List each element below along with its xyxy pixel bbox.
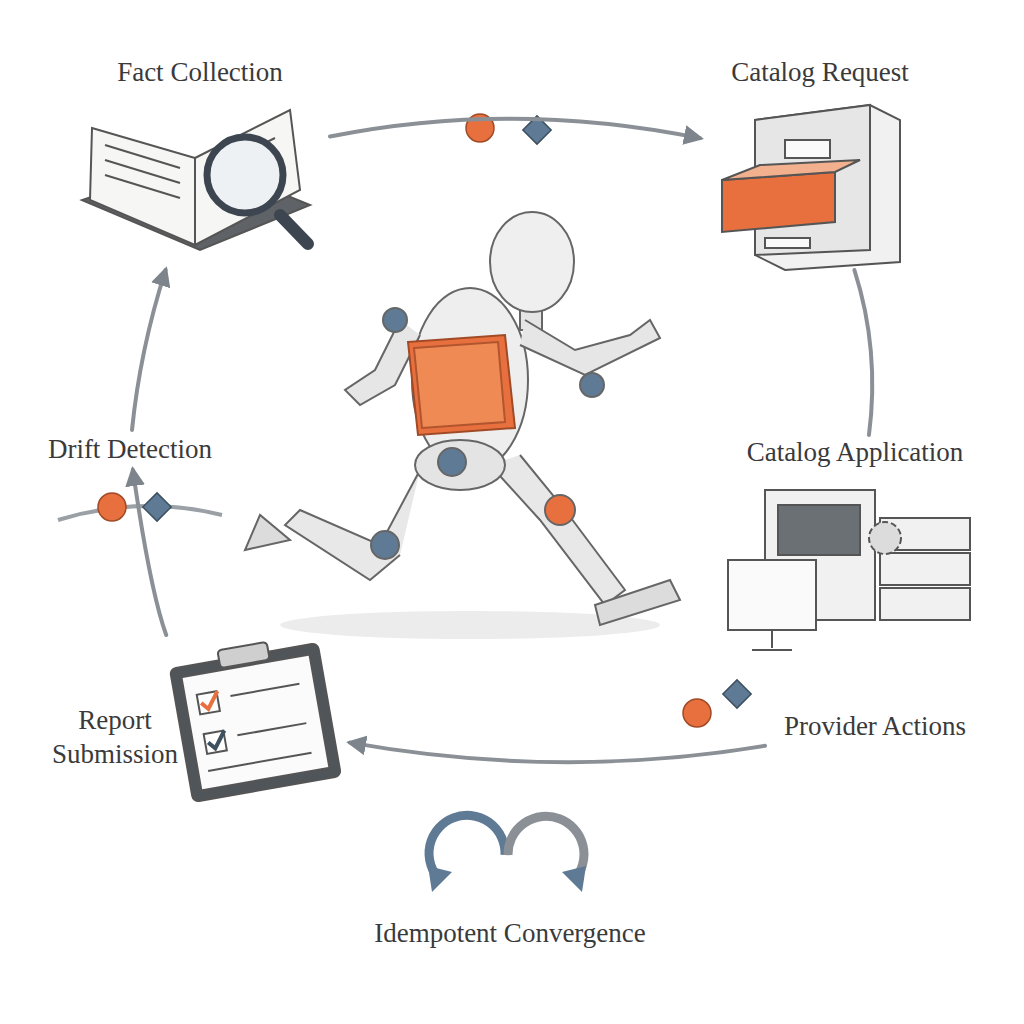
shoulder-joint [383,308,407,332]
magnifier-handle [280,215,308,244]
orange-dot [98,493,126,521]
drawer-top [722,160,860,180]
stage-label: Catalog Request [700,55,940,89]
cabinet-handle [765,238,810,248]
book-icon [82,110,310,250]
checkbox [204,731,227,754]
stage-node: Provider Actions [765,705,985,750]
folder-pages [414,342,505,428]
cabinet-icon [722,105,900,270]
back-arm [345,320,420,405]
stage-label: Drift Detection [30,432,230,466]
server-unit [880,588,970,620]
back-leg [285,470,420,580]
stage-label: Provider Actions [765,709,985,743]
gear-symbol [869,522,901,554]
pelvis [415,440,505,490]
head [490,212,574,312]
clipboard-icon [168,633,341,802]
stage-node: Fact Collection [70,55,330,270]
blue-diamond [523,116,551,144]
checkbox [197,691,220,714]
orange-dot [466,114,494,142]
cabinet-label [785,140,830,158]
hip-joint [438,448,466,476]
knee-joint [371,531,399,559]
text-line [237,723,306,735]
blue-diamond [723,680,751,708]
elbow-joint [580,373,604,397]
text-line [105,160,180,183]
tower-screen [778,505,860,555]
stage-label: Report Submission [40,703,190,771]
knee-joint [545,495,575,525]
monitor-base [752,649,792,651]
blue-diamond [143,493,171,521]
clipboard-clip [217,642,269,668]
front-foot [595,580,680,625]
text-line [105,175,180,198]
stage-node: Report Submission [40,635,350,795]
stage-node: Drift Detection [30,430,230,470]
clipboard-paper [181,655,329,791]
flow-arrow [133,470,166,635]
loop-icon [428,815,586,892]
orange-folder [408,335,515,435]
stage-label: Catalog Application [720,435,990,469]
flow-arrow [330,119,700,139]
server-unit [880,553,970,585]
stage-node: Catalog Request [700,55,940,270]
loop-arrowhead [562,866,586,892]
text-line [208,753,311,771]
check-mark [200,691,221,710]
magnifier-lens [207,137,283,213]
caption-label: Idempotent Convergence [330,918,690,949]
arrow-decorations [58,114,751,727]
book-page [90,128,195,245]
front-arm [520,320,660,375]
monitor-stand [771,630,773,648]
flow-arrow [132,270,166,430]
cabinet-drawer [722,172,835,232]
text-line [105,145,180,168]
back-foot [245,515,290,550]
computer-icon [728,490,970,650]
stage-label: Fact Collection [70,55,330,89]
monitor [728,560,816,630]
text-line [230,684,299,696]
drift-line [58,506,222,520]
flow-arrow [350,743,765,763]
clipboard-board [170,643,341,802]
mannequin-figure [245,212,680,639]
front-leg [490,455,625,605]
stage-node: Catalog Application [720,435,990,650]
check-mark [207,730,228,749]
loop-arrowhead [428,866,452,892]
orange-dot [683,699,711,727]
flow-arrow [854,270,872,435]
